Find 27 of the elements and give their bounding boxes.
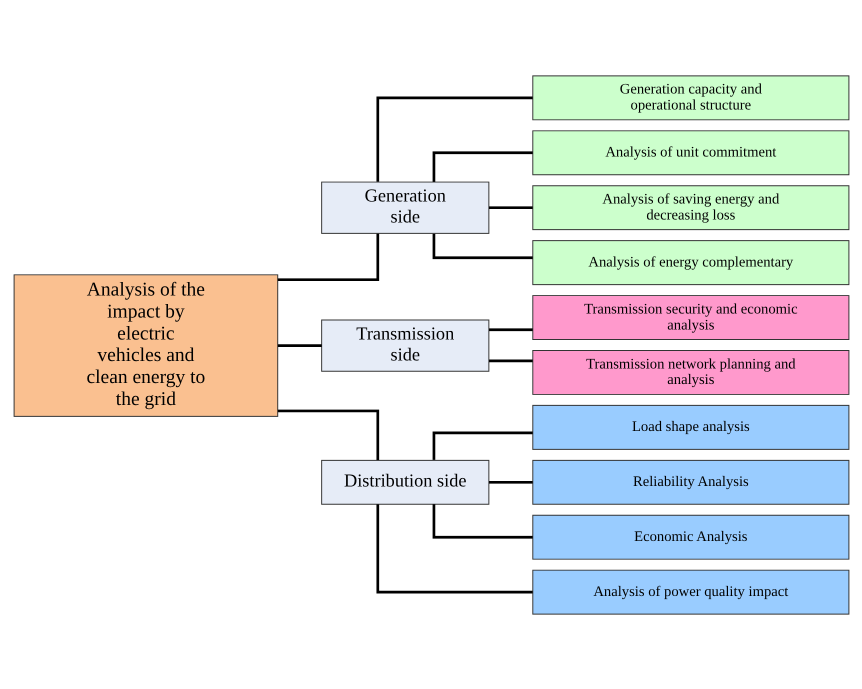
node-box: Transmission side bbox=[320, 319, 489, 372]
node-box: Economic Analysis bbox=[532, 514, 849, 560]
node-box: Generation capacity and operational structure bbox=[532, 74, 849, 120]
connector bbox=[376, 96, 532, 182]
node-box: Reliability Analysis bbox=[532, 459, 849, 504]
connector bbox=[376, 504, 532, 593]
node-box: Distribution side bbox=[320, 459, 489, 504]
connector bbox=[277, 409, 379, 460]
connector bbox=[277, 344, 322, 346]
connector bbox=[432, 150, 532, 182]
node-box: Analysis of unit commitment bbox=[532, 130, 849, 175]
connector bbox=[488, 480, 532, 484]
node-box: Transmission security and economic analysis bbox=[532, 294, 849, 340]
node-box: Analysis of saving energy and decreasing loss bbox=[532, 184, 849, 230]
node-box: Transmission network planning and analysis bbox=[532, 350, 849, 394]
node-box: Analysis of energy complementary bbox=[532, 240, 849, 285]
node-box: Analysis of power quality impact bbox=[532, 569, 849, 614]
connector bbox=[488, 206, 532, 209]
connector bbox=[488, 328, 532, 331]
connector bbox=[488, 359, 532, 362]
connector bbox=[432, 504, 532, 538]
node-box: Generation side bbox=[320, 181, 489, 234]
connector bbox=[432, 233, 532, 259]
connector bbox=[277, 233, 379, 281]
node-box: Load shape analysis bbox=[532, 404, 849, 450]
connector bbox=[432, 431, 532, 460]
node-box: Analysis of the impact by electric vehicles and clean energy to the grid bbox=[13, 274, 278, 416]
